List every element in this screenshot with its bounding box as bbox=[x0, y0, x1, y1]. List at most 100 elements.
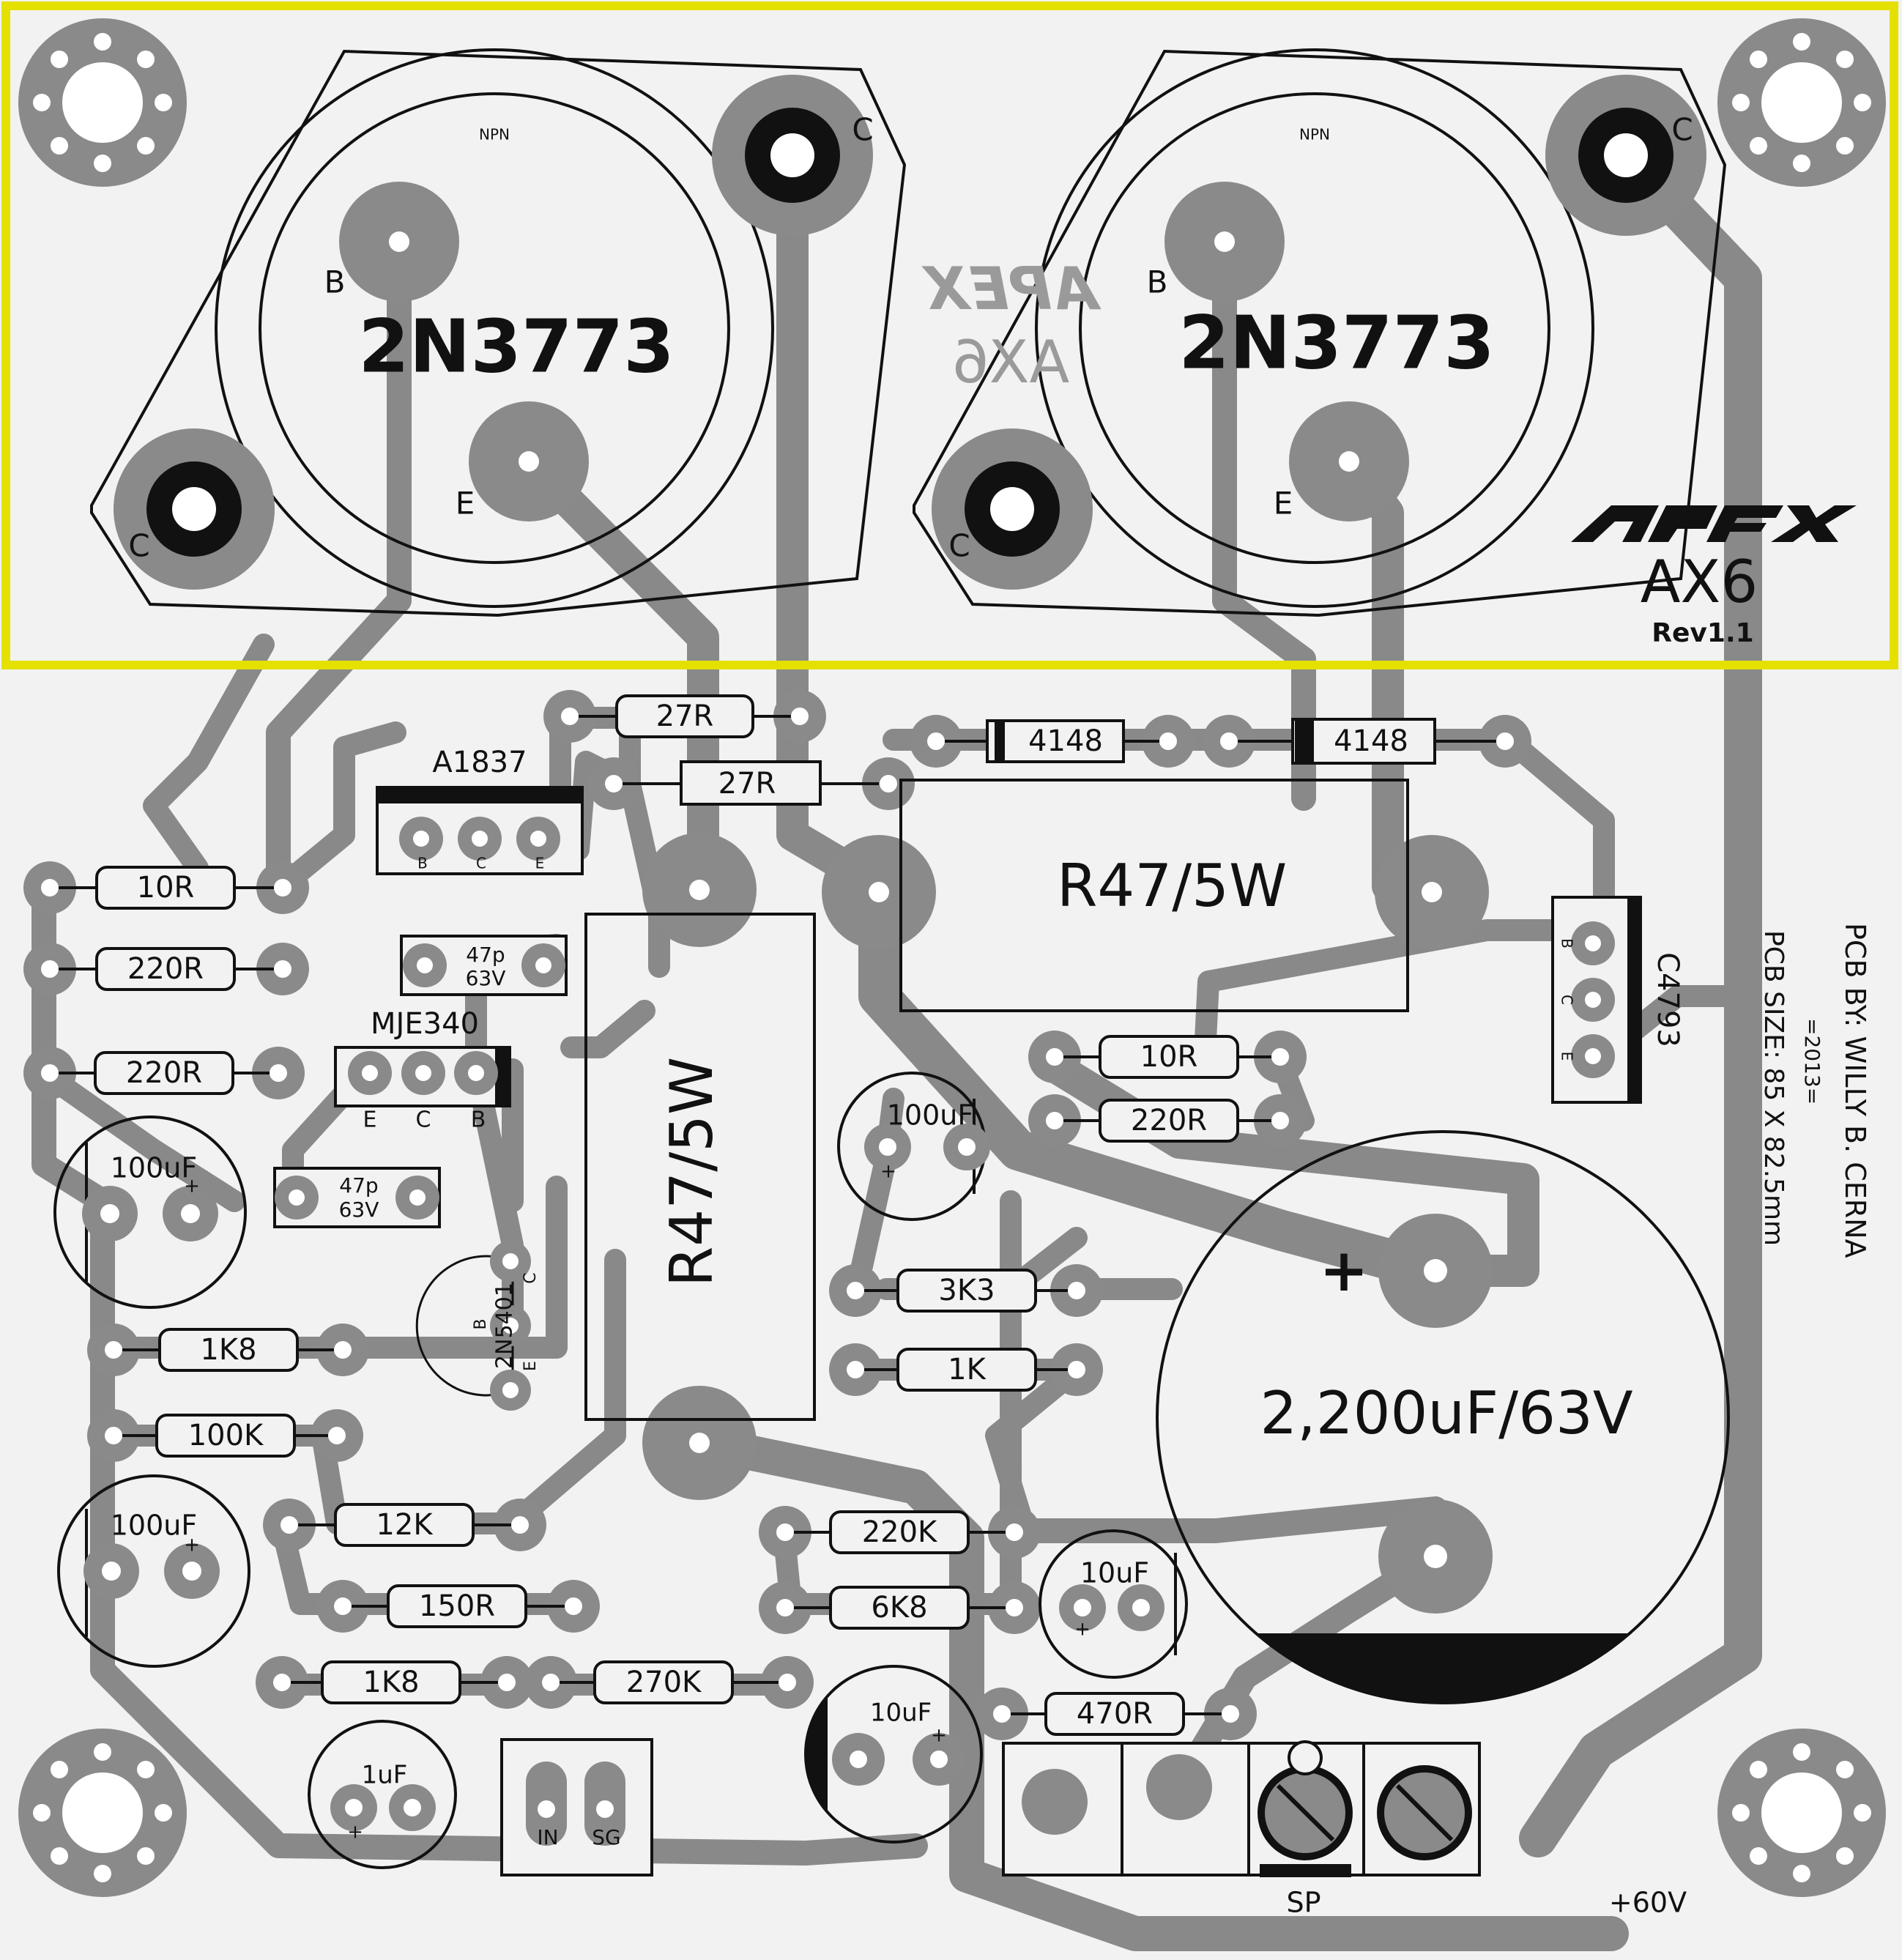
pin-b-label: B bbox=[1147, 264, 1168, 300]
resistors: 27R 27R 10R 220R bbox=[23, 690, 1489, 1740]
pin-label: E bbox=[1559, 1052, 1576, 1061]
value-label: 27R bbox=[718, 767, 776, 801]
apex-logo-mark bbox=[1571, 505, 1857, 542]
resistor-470r: 470R bbox=[976, 1688, 1257, 1740]
pin-label: SG bbox=[592, 1825, 620, 1849]
capacitors: 47p 63V 47p 63V 100uF + 100uF bbox=[53, 935, 1730, 1869]
value-label: 470R bbox=[1077, 1697, 1153, 1731]
mounting-hole-top-right bbox=[1717, 18, 1886, 187]
resistor-r47-5w-horizontal: R47/5W bbox=[822, 779, 1489, 1012]
transistor-a1837: A1837 B C E bbox=[376, 746, 584, 875]
polarity-label: + bbox=[931, 1725, 947, 1747]
value-label: 10uF bbox=[870, 1699, 932, 1728]
part-label: C4793 bbox=[1651, 952, 1684, 1047]
credits: PCB BY: WILLY B. CERNA =2013= PCB SIZE: … bbox=[1758, 923, 1871, 1258]
transistor-c4793: B C E C4793 bbox=[1551, 896, 1684, 1104]
pin-label: C bbox=[476, 855, 486, 872]
part-label: A1837 bbox=[432, 746, 527, 779]
value-label: 10R bbox=[1140, 1040, 1198, 1074]
transistor-type-label: NPN bbox=[1299, 126, 1330, 144]
resistor-3k3: 3K3 bbox=[829, 1264, 1103, 1317]
voltage-label: 63V bbox=[466, 966, 506, 990]
value-label: 1K8 bbox=[363, 1666, 419, 1699]
resistor-6k8: 6K8 bbox=[759, 1581, 1041, 1634]
value-label: 220R bbox=[126, 1056, 202, 1090]
capacitor-2200uf: + 2,200uF/63V bbox=[1156, 1130, 1730, 1704]
resistor-27r-mid: 27R bbox=[587, 757, 915, 810]
mounting-hole-bottom-right bbox=[1717, 1729, 1886, 1897]
value-label: 1uF bbox=[362, 1761, 408, 1790]
resistor-r47-5w-vertical: R47/5W bbox=[584, 833, 816, 1500]
value-label: 100uF bbox=[111, 1152, 197, 1184]
resistor-1k8-b: 1K8 bbox=[256, 1656, 533, 1709]
value-label: 10uF bbox=[1080, 1557, 1149, 1589]
diode-4148-a: 4148 bbox=[910, 715, 1195, 768]
value-label: 150R bbox=[419, 1589, 495, 1623]
diodes: 4148 4148 bbox=[910, 715, 1531, 768]
value-label: 47p bbox=[339, 1173, 378, 1198]
pin-label: IN bbox=[537, 1825, 558, 1849]
resistor-12k: 12K bbox=[263, 1499, 546, 1551]
logo-rev: Rev1.1 bbox=[1652, 618, 1753, 648]
speaker-label: SP bbox=[1286, 1887, 1320, 1919]
resistor-220r-right: 220R bbox=[1028, 1094, 1307, 1147]
transistor-type-label: NPN bbox=[479, 126, 510, 144]
pin-label: C bbox=[416, 1107, 431, 1133]
pin-label: B bbox=[471, 1107, 486, 1133]
capacitor-47p-b: 47p 63V bbox=[273, 1167, 441, 1228]
polarity-label: + bbox=[1319, 1236, 1368, 1304]
transistor-part-label: 2N3773 bbox=[1178, 300, 1495, 385]
polarity-label: + bbox=[347, 1822, 363, 1844]
polarity-label: + bbox=[184, 1176, 200, 1198]
mounting-hole-top-left bbox=[18, 18, 187, 187]
logo-model: AX6 bbox=[1641, 548, 1758, 616]
pin-c-label: C bbox=[852, 112, 873, 148]
transistor-mje340: MJE340 E C B bbox=[334, 1007, 511, 1133]
pin-label: B bbox=[1559, 938, 1576, 949]
polarity-label: + bbox=[184, 1534, 200, 1556]
value-label: 10R bbox=[137, 871, 195, 905]
capacitor-47p-a: 47p 63V bbox=[400, 935, 568, 996]
pin-label: E bbox=[521, 1361, 540, 1371]
value-label: 1K bbox=[948, 1353, 987, 1387]
resistor-1k: 1K bbox=[829, 1343, 1103, 1396]
value-label: 47p bbox=[466, 943, 505, 967]
input-connector: IN SG bbox=[500, 1738, 653, 1877]
value-label: 100uF bbox=[111, 1510, 197, 1542]
resistor-10r-left: 10R bbox=[23, 861, 309, 914]
resistor-100k: 100K bbox=[87, 1409, 363, 1462]
resistor-10r-right: 10R bbox=[1028, 1031, 1307, 1083]
pin-e-label: E bbox=[456, 486, 475, 521]
pin-label: C bbox=[1559, 995, 1576, 1005]
polarity-label: + bbox=[880, 1161, 896, 1183]
credit-size: PCB SIZE: 85 X 82.5mm bbox=[1758, 930, 1788, 1246]
output-terminal-block: SP +60V bbox=[1002, 1740, 1687, 1919]
pin-b-label: B bbox=[324, 264, 346, 300]
mirrored-brand: APEX bbox=[921, 255, 1102, 323]
pin-label: C bbox=[521, 1272, 540, 1283]
capacitor-1uf: 1uF + bbox=[308, 1720, 457, 1869]
value-label: R47/5W bbox=[1057, 852, 1287, 920]
capacitor-10uf-a: 10uF + bbox=[1039, 1529, 1188, 1679]
mounting-holes bbox=[18, 18, 1886, 1897]
resistor-27r-top: 27R bbox=[543, 690, 826, 743]
pin-e-label: E bbox=[1274, 486, 1293, 521]
value-label: 6K8 bbox=[871, 1591, 927, 1625]
resistor-1k8-a: 1K8 bbox=[87, 1324, 369, 1376]
pin-c-label: C bbox=[1671, 112, 1693, 148]
value-label: 4148 bbox=[1028, 724, 1103, 758]
credit-year: =2013= bbox=[1800, 1018, 1824, 1105]
resistor-220r-left-a: 220R bbox=[23, 943, 309, 995]
value-label: 12K bbox=[376, 1508, 434, 1542]
pin-label: B bbox=[472, 1318, 490, 1329]
value-label: 27R bbox=[656, 699, 714, 733]
value-label: 1K8 bbox=[200, 1333, 256, 1367]
pin-label: E bbox=[535, 855, 545, 872]
heatsink-highlight-box bbox=[1, 1, 1898, 669]
value-label: 4148 bbox=[1334, 724, 1408, 758]
transistor-part-label: 2N3773 bbox=[358, 303, 675, 389]
pin-label: E bbox=[363, 1107, 377, 1133]
value-label: 220R bbox=[1131, 1104, 1207, 1137]
